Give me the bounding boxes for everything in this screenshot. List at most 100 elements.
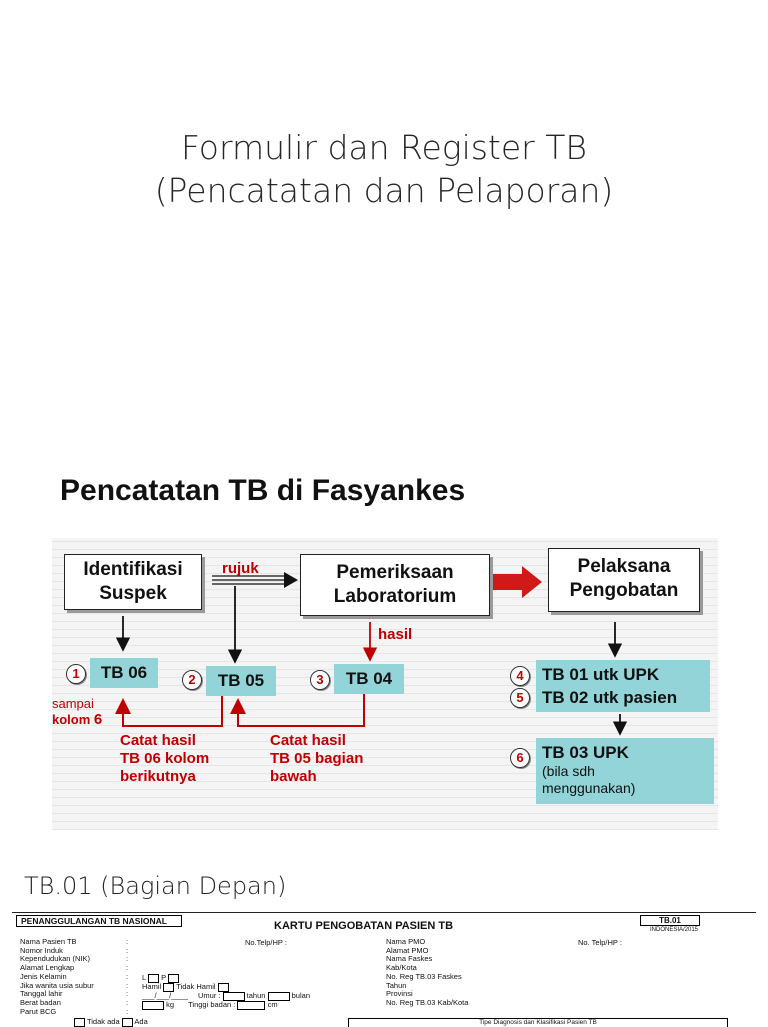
caption-kolom-num: 6	[93, 711, 103, 728]
box-pemeriksaan-line1: Pemeriksaan	[336, 562, 454, 583]
card-code: TB.01	[640, 915, 700, 926]
umur-label: Umur :	[197, 991, 221, 1000]
form-tb04: TB 04	[334, 664, 404, 694]
card-birth-row[interactable]: ___/___/____ Umur : tahun bulan	[142, 991, 310, 1001]
caption-sampai-kolom: sampai kolom 6	[52, 696, 102, 728]
caption-catat-tb06-line3: berikutnya	[120, 768, 196, 785]
card-phone-right: No. Telp/HP :	[578, 938, 622, 947]
card-body-row[interactable]: kg Tinggi badan : cm	[142, 1000, 278, 1010]
return-arrow-tb06	[115, 692, 223, 727]
step-number-5: 5	[510, 688, 530, 708]
form-tb01-tb02: TB 01 utk UPK TB 02 utk pasien	[536, 660, 710, 712]
kg-label: kg	[166, 1000, 175, 1009]
card-left-field-8: Parut BCG	[20, 1006, 57, 1016]
box-pelaksana-pengobatan: Pelaksana Pengobatan	[548, 548, 700, 612]
form-tb01: TB 01 utk UPK	[542, 665, 660, 684]
caption-catat-tb06: Catat hasil TB 06 kolom berikutnya	[120, 732, 209, 786]
berat-box[interactable]	[142, 1000, 164, 1010]
label-rujuk: rujuk	[222, 560, 259, 577]
step-number-6: 6	[510, 748, 530, 768]
bcg-ada-checkbox[interactable]	[121, 1017, 133, 1027]
box-identifikasi-line2: Suspek	[99, 583, 167, 604]
box-identifikasi-suspek: Identifikasi Suspek	[64, 554, 202, 610]
form-tb03-note-line1: (bila sdh	[542, 763, 595, 779]
caption-kolom: kolom	[52, 712, 91, 727]
card-left-field-6: Tanggal lahir	[20, 989, 63, 999]
form-tb03-label: TB 03 UPK	[542, 743, 629, 762]
bcg-tidak-ada-checkbox[interactable]	[74, 1017, 85, 1027]
caption-catat-tb05: Catat hasil TB 05 bagian bawah	[270, 732, 363, 786]
caption-catat-tb05-line1: Catat hasil	[270, 732, 346, 749]
tinggi-label: Tinggi badan :	[188, 1000, 236, 1009]
return-arrow-tb05	[230, 694, 365, 727]
caption-catat-tb06-line1: Catat hasil	[120, 732, 196, 749]
form-tb03: TB 03 UPK (bila sdh menggunakan)	[536, 738, 714, 804]
cm-label: cm	[267, 1000, 278, 1009]
card-mid-field-5: No. Reg TB.03 Faskes	[386, 971, 462, 981]
box-pemeriksaan-line2: Laboratorium	[333, 586, 457, 607]
step-number-4: 4	[510, 666, 530, 686]
card-mid-field-3: Nama Faskes	[386, 954, 433, 964]
box-identifikasi-line1: Identifikasi	[83, 559, 183, 580]
card-phone-right-label: No. Telp/HP	[578, 938, 618, 947]
rujuk-arrow-head	[284, 572, 298, 588]
label-hasil: hasil	[378, 626, 413, 643]
box-pelaksana-line1: Pelaksana	[577, 556, 671, 577]
card-mid-field-7: Provinsi	[386, 989, 413, 999]
card-mid-field-6: Tahun	[386, 980, 407, 990]
card-left-field-2: Kependudukan (NIK)	[20, 954, 91, 964]
sex-l-label: L	[142, 973, 146, 982]
caption-catat-tb05-line3: bawah	[270, 768, 317, 785]
step-number-1: 1	[66, 664, 86, 684]
tidak-hamil-label: Tidak Hamil	[176, 982, 216, 991]
birth-date-field[interactable]: ___/___/____	[142, 991, 188, 1000]
form-tb02: TB 02 utk pasien	[542, 688, 678, 707]
sex-p-checkbox[interactable]	[168, 973, 180, 983]
tb01-card: PENANGGULANGAN TB NASIONAL KARTU PENGOBA…	[12, 912, 756, 1027]
bcg-tidak-ada-label: Tidak ada	[86, 1017, 120, 1026]
tinggi-box[interactable]	[237, 1000, 266, 1010]
caption-sampai: sampai	[52, 696, 94, 711]
sex-p-label: P	[161, 973, 166, 982]
form-tb03-note-line2: menggunakan)	[542, 780, 636, 796]
card-phone-left: No.Telp/HP :	[245, 938, 287, 947]
card-left-colons: :::::::::	[126, 937, 129, 1016]
card-mid-field-4: Kab/Kota	[386, 963, 417, 973]
card-pregnancy-options[interactable]: Hamil Tidak Hamil	[142, 982, 229, 992]
card-edition: INDONESIA/2015	[650, 927, 699, 933]
big-red-arrow	[490, 566, 542, 598]
section-heading: Pencatatan TB di Fasyankes	[60, 474, 466, 507]
form-tb06: TB 06	[90, 658, 158, 688]
box-pelaksana-line2: Pengobatan	[569, 580, 679, 601]
card-left-field-1: Nomor Induk	[20, 945, 63, 955]
card-program: PENANGGULANGAN TB NASIONAL	[16, 915, 182, 927]
step-number-3: 3	[310, 670, 330, 690]
slide-title: Formulir dan Register TB (Pencatatan dan…	[0, 126, 768, 212]
hamil-label: Hamil	[142, 982, 162, 991]
form-tb05: TB 05	[206, 666, 276, 696]
card-left-field-7: Berat badan	[20, 997, 61, 1007]
tahun-label: tahun	[246, 991, 266, 1000]
card-left-field-5: Jika wanita usia subur	[20, 980, 94, 990]
tidak-hamil-checkbox[interactable]	[217, 982, 229, 992]
diagram-arrows	[115, 566, 628, 736]
card-mid-field-8: No. Reg TB.03 Kab/Kota	[386, 997, 469, 1007]
bcg-ada-label: Ada	[134, 1017, 148, 1026]
card-mid-field-2: Alamat PMO	[386, 945, 429, 955]
card-sex-options[interactable]: L P	[142, 973, 180, 983]
card-tipe-header: Tipe Diagnosis dan Klasifikasi Pasien TB	[348, 1018, 728, 1027]
flow-diagram: Identifikasi Suspek Pemeriksaan Laborato…	[52, 538, 718, 830]
box-pemeriksaan-laboratorium: Pemeriksaan Laboratorium	[300, 554, 490, 616]
card-bcg-options[interactable]: Tidak ada Ada	[74, 1017, 148, 1027]
slide-title-line1: Formulir dan Register TB	[181, 128, 587, 167]
card-title: KARTU PENGOBATAN PASIEN TB	[274, 920, 454, 932]
caption-catat-tb05-line2: TB 05 bagian	[270, 750, 364, 767]
card-left-field-4: Jenis Kelamin	[20, 971, 67, 981]
card-left-field-0: Nama Pasien TB	[20, 937, 77, 946]
card-phone-left-label: No.Telp/HP	[245, 938, 283, 947]
tb01-section-title: TB.01 (Bagian Depan)	[24, 872, 287, 900]
step-number-2: 2	[182, 670, 202, 690]
slide-title-line2: (Pencatatan dan Pelaporan)	[154, 171, 614, 210]
